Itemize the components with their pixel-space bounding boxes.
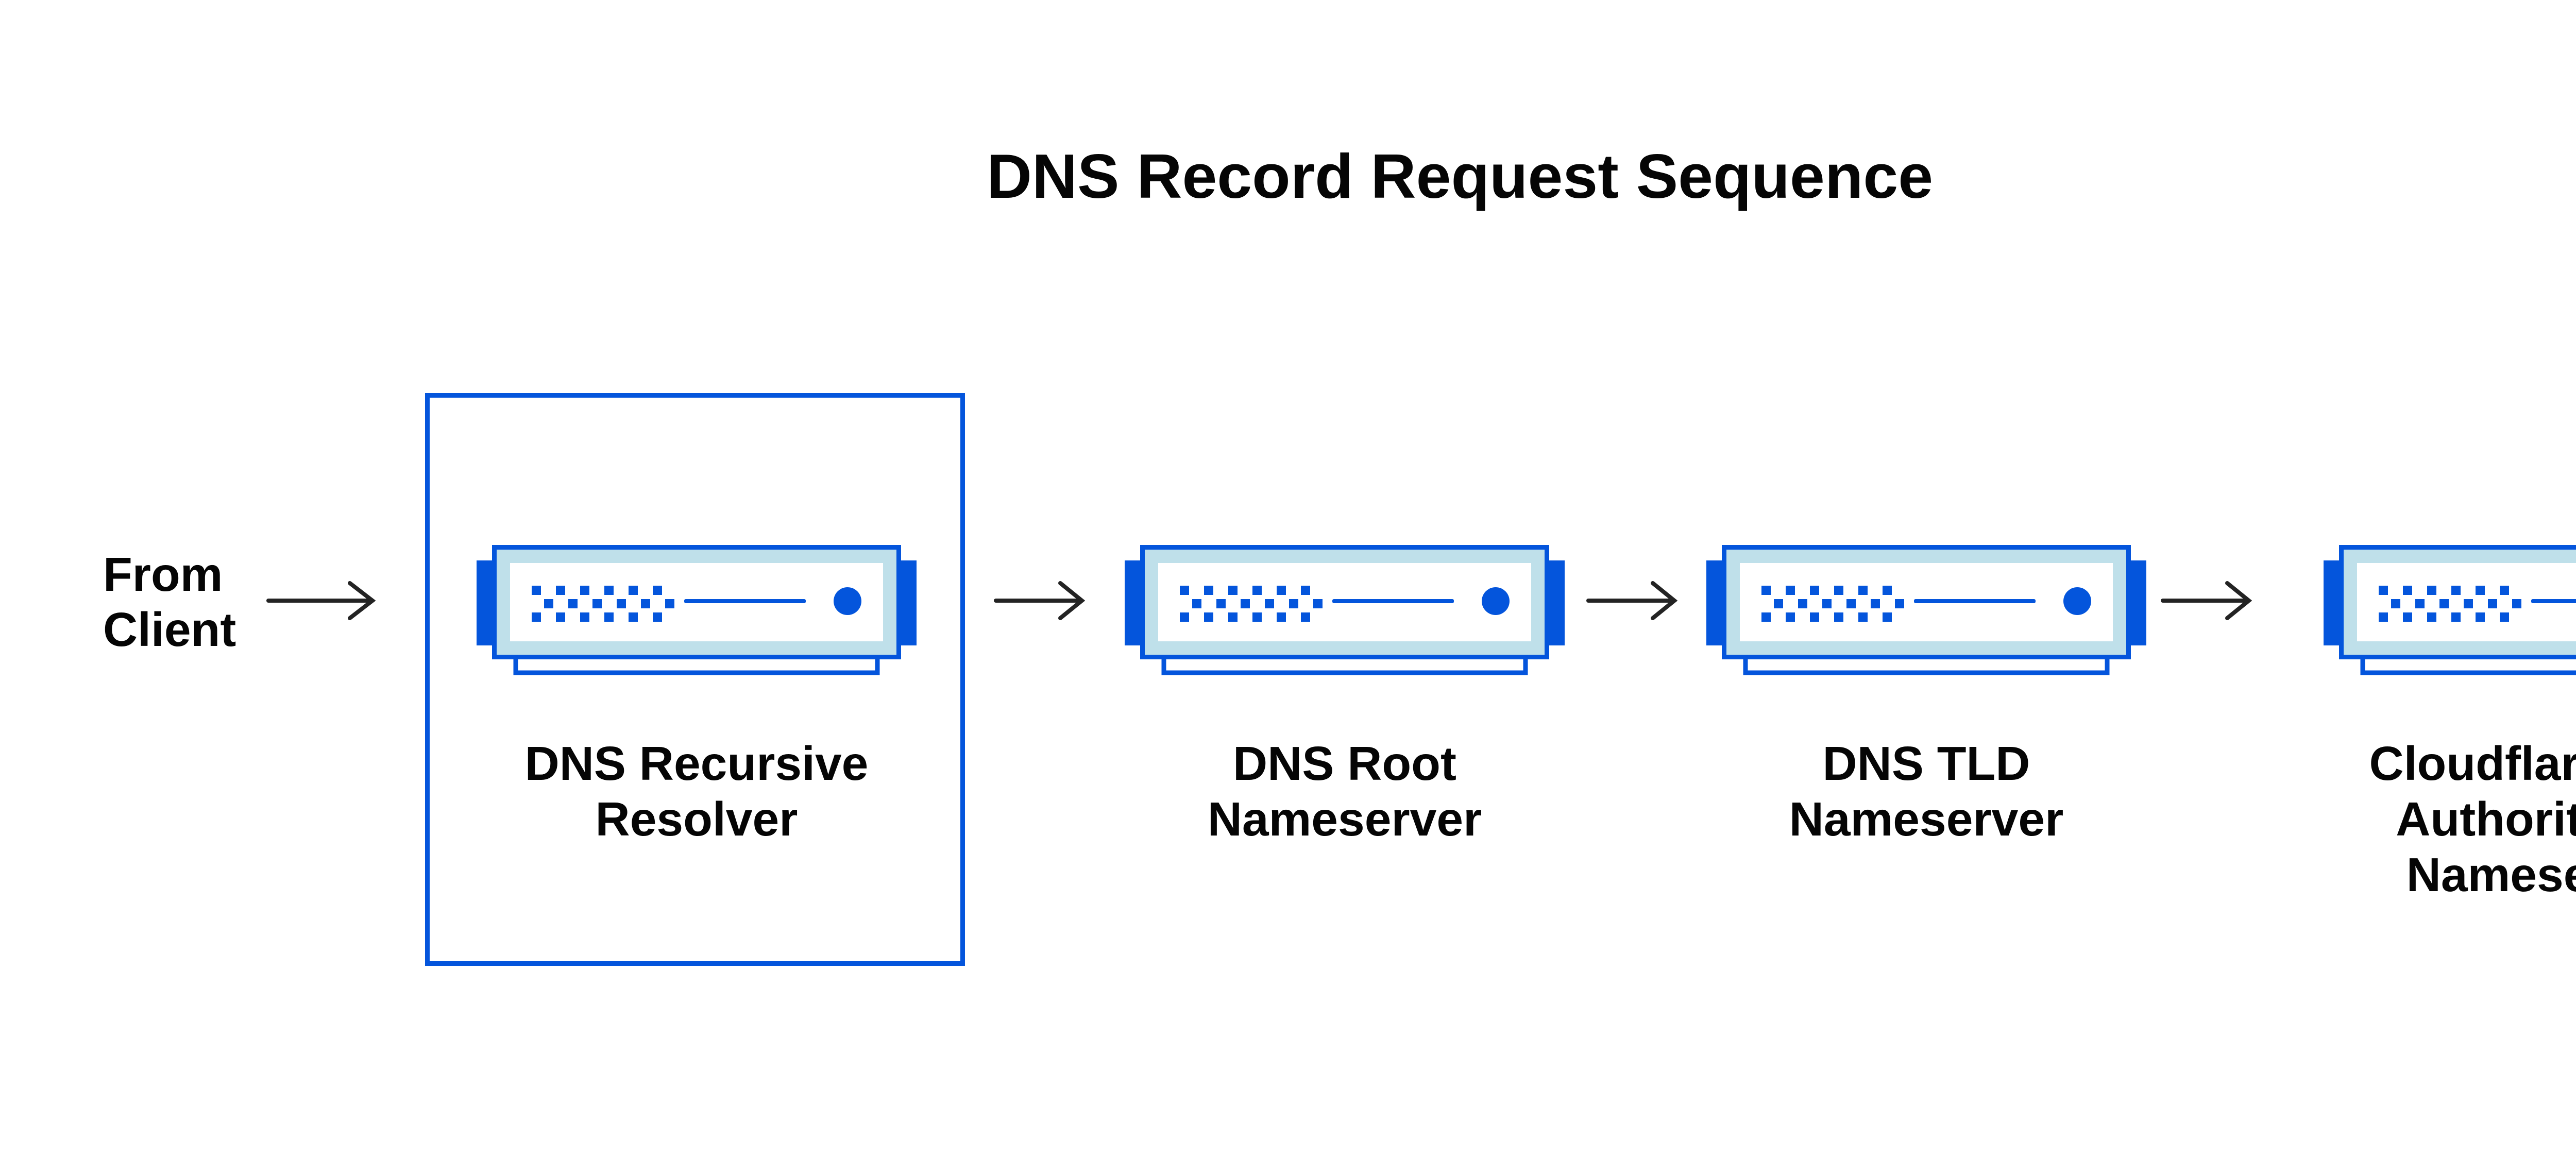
label-from-client-line1: From — [103, 548, 223, 601]
server-icon — [477, 545, 917, 677]
arrow-right-icon — [266, 581, 376, 620]
node-label-line: Nameserver — [1207, 792, 1482, 846]
node-label-line: DNS Recursive — [524, 737, 869, 790]
label-from-client-line2: Client — [103, 603, 236, 656]
node-label-dns-root-nameserver: DNS Root Nameserver — [1036, 736, 1654, 847]
node-label-dns-recursive-resolver: DNS Recursive Resolver — [387, 736, 1006, 847]
server-icon — [2324, 545, 2576, 677]
node-label-line: Nameserver — [2406, 848, 2576, 901]
arrow-right-icon — [994, 581, 1085, 620]
label-from-client: From Client — [103, 547, 236, 657]
highlight-box-recursive-resolver — [425, 393, 965, 966]
node-label-line: Authoritative — [2396, 792, 2576, 846]
node-label-line: DNS Root — [1233, 737, 1456, 790]
arrow-right-icon — [1586, 581, 1677, 620]
node-label-line: DNS TLD — [1822, 737, 2030, 790]
server-icon — [1706, 545, 2146, 677]
node-label-line: Resolver — [595, 792, 798, 846]
server-icon — [1125, 545, 1565, 677]
node-label-line: Cloudflare.com — [2369, 737, 2576, 790]
arrow-right-icon — [2161, 581, 2252, 620]
node-label-dns-tld-nameserver: DNS TLD Nameserver — [1617, 736, 2235, 847]
page-title: DNS Record Request Sequence — [986, 141, 1934, 211]
node-label-line: Nameserver — [1789, 792, 2064, 846]
node-label-cloudflare-authoritative-nameserver: Cloudflare.com Authoritative Nameserver — [2234, 736, 2576, 902]
